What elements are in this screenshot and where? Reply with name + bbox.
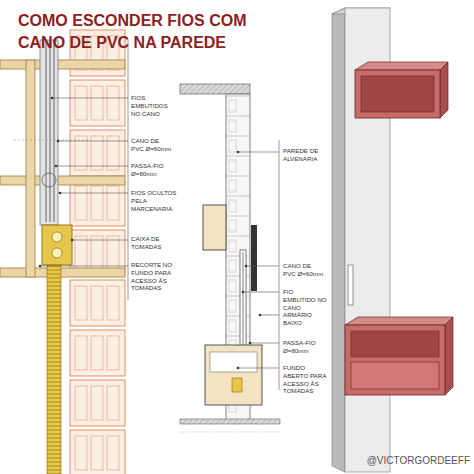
title: COMO ESCONDER FIOS COM CANO DE PVC NA PA…: [18, 10, 288, 53]
wall-side: [332, 8, 345, 472]
callout-label: FIOS EMBUTIDOS NO CANO: [131, 94, 175, 117]
callout-label: PASSA-FIO Ø=80mm: [131, 162, 173, 178]
outlet-box: [232, 378, 242, 392]
cabinet-board: [0, 60, 125, 69]
leader-line: [279, 140, 280, 390]
callout-label: FIOS OCULTOS PELA MARCENARIA: [131, 189, 177, 212]
slab: [180, 84, 250, 94]
wires: [46, 40, 54, 222]
watermark: @VICTORGORDEEFF: [367, 455, 470, 466]
callout-label: RECORTE NO FUNDO PARA ACESSO ÀS TOMADAS: [131, 261, 175, 292]
outlet: [52, 248, 62, 258]
tv: [251, 225, 257, 291]
wall-niche: [355, 70, 440, 118]
outlet-box: [42, 225, 72, 265]
leader-line: [128, 40, 129, 300]
pvc-pipe: [40, 40, 58, 225]
hollow-bricks: [70, 30, 125, 474]
wall-3d: [332, 8, 453, 472]
callout-label: CAIXA DE TOMADAS: [131, 235, 173, 251]
drawer: [351, 362, 439, 389]
hidden-line: [14, 140, 90, 141]
cabinet-board: [0, 268, 125, 277]
leader-line: [238, 152, 279, 368]
cabinet-side: [26, 60, 35, 277]
callout-label: FUNDO ABERTO PARA ACESSO ÀS TOMADAS: [283, 364, 327, 395]
section-view: [180, 84, 280, 432]
callout-label: PAREDE DE ALVENARIA: [283, 147, 327, 163]
cabinet-board: [0, 176, 125, 185]
outlet: [52, 232, 62, 242]
upper-shelf: [203, 205, 226, 250]
callout-label: CANO DE PVC Ø=60mm: [131, 137, 173, 153]
callout-label: ARMÁRIO BAIXO: [283, 311, 325, 327]
callout-label: CANO DE PVC Ø=60mm: [283, 262, 325, 278]
leader-line: [40, 98, 128, 266]
low-cabinet: [205, 345, 262, 405]
callout-label: PASSA-FIO Ø=80mm: [283, 339, 325, 355]
floor: [180, 419, 280, 424]
wire-grommet: [42, 173, 56, 187]
wire-slot: [348, 265, 353, 305]
callout-label: FIO EMBUTIDO NO CANO: [283, 288, 327, 311]
left-detail: [0, 30, 128, 474]
corrugated-conduit: [47, 265, 61, 474]
low-cabinet-3d: [345, 325, 445, 395]
